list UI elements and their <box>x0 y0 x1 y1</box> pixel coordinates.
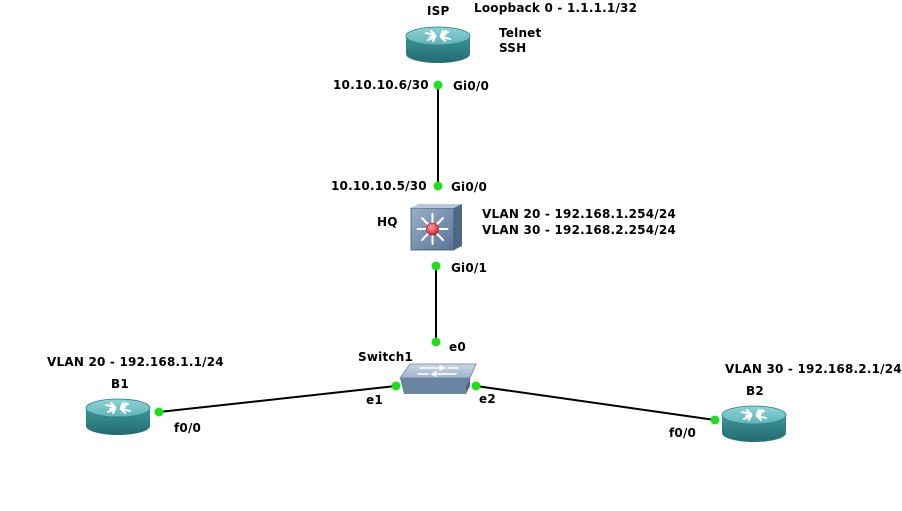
port-indicator-hq-gi0-0 <box>433 181 443 191</box>
isp-ip-label: 10.10.10.6/30 <box>333 78 429 92</box>
port-indicator-isp-gi0-0 <box>433 80 443 90</box>
hq-vlan20-label: VLAN 20 - 192.168.1.254/24 <box>482 207 676 221</box>
b2-name-label: B2 <box>746 384 764 398</box>
b2-router-icon[interactable] <box>721 405 787 442</box>
isp-name-label: ISP <box>427 4 450 18</box>
port-indicator-b1-f0-0 <box>154 407 164 417</box>
port-indicator-switch1-e2 <box>471 381 481 391</box>
b2-vlan-label: VLAN 30 - 192.168.2.1/24 <box>725 362 902 376</box>
link-switch1-b2 <box>475 385 716 421</box>
hq-uplink-ip-label: 10.10.10.5/30 <box>331 179 427 193</box>
port-indicator-switch1-e0 <box>431 337 441 347</box>
switch1-icon[interactable] <box>399 363 477 394</box>
isp-interface-label: Gi0/0 <box>453 79 490 93</box>
b1-vlan-label: VLAN 20 - 192.168.1.1/24 <box>47 355 224 369</box>
b1-router-icon[interactable] <box>85 398 151 435</box>
hq-uplink-interface-label: Gi0/0 <box>451 180 488 194</box>
hq-downlink-interface-label: Gi0/1 <box>451 261 488 275</box>
port-indicator-hq-gi0-1 <box>431 261 441 271</box>
port-indicator-b2-f0-0 <box>710 415 720 425</box>
isp-service-ssh: SSH <box>499 41 527 55</box>
switch1-name-label: Switch1 <box>358 350 413 364</box>
isp-loopback-label: Loopback 0 - 1.1.1.1/32 <box>474 1 638 15</box>
hq-name-label: HQ <box>377 215 398 229</box>
b2-interface-label: f0/0 <box>669 426 697 440</box>
switch1-port-e2-label: e2 <box>479 392 496 406</box>
b1-interface-label: f0/0 <box>174 421 202 435</box>
link-switch1-b1 <box>158 385 397 413</box>
b1-name-label: B1 <box>111 377 129 391</box>
hq-vlan30-label: VLAN 30 - 192.168.2.254/24 <box>482 223 676 237</box>
port-indicator-switch1-e1 <box>391 381 401 391</box>
hq-multilayer-switch-icon[interactable] <box>410 204 462 251</box>
isp-router-icon[interactable] <box>405 26 471 63</box>
switch1-port-e0-label: e0 <box>449 340 466 354</box>
isp-service-telnet: Telnet <box>499 26 542 40</box>
switch1-port-e1-label: e1 <box>366 393 383 407</box>
